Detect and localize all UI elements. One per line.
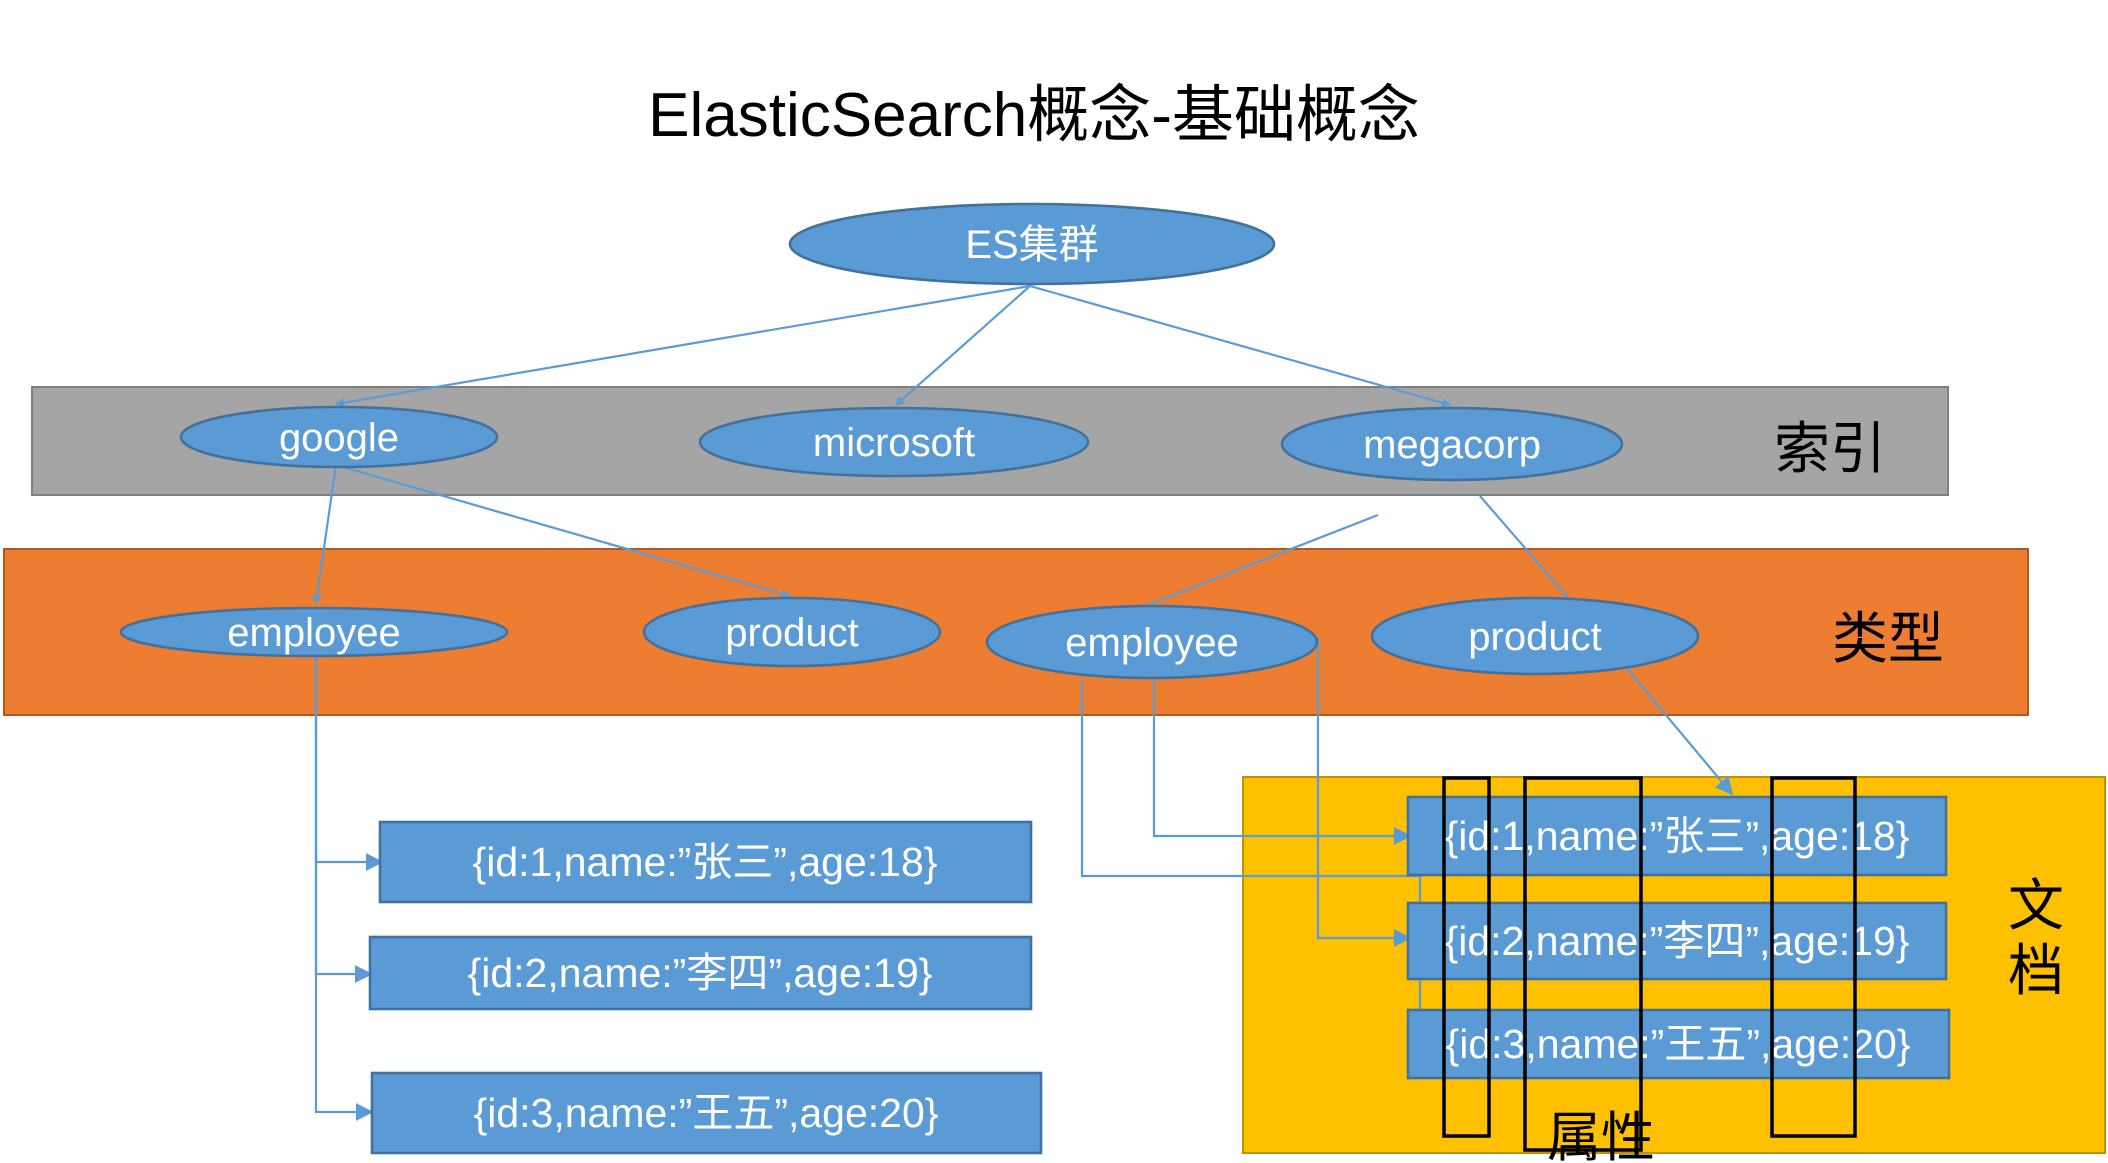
edge-cluster-microsoft	[895, 285, 1031, 406]
type-node-employee-google-label: employee	[227, 611, 400, 655]
panel-document-3: {id:3,name:”王五”,age:20}	[1406, 1008, 1951, 1080]
left-document-3-text: {id:3,name:”王五”,age:20}	[474, 1090, 939, 1136]
type-node-product-google: product	[642, 596, 942, 668]
cluster-node-label: ES集群	[965, 223, 1098, 267]
edge-megacorp-product	[1479, 495, 1571, 601]
edge-employee-panel-doc1	[1152, 680, 1412, 845]
edge-product-document	[1624, 665, 1734, 796]
index-node-megacorp: megacorp	[1280, 406, 1624, 482]
type-layer-label: 类型	[1832, 607, 1944, 670]
index-node-google: google	[179, 405, 499, 469]
panel-document-3-text: {id:3,name:”王五”,age:20}	[1446, 1021, 1911, 1067]
type-node-employee-megacorp-label: employee	[1065, 621, 1238, 665]
type-node-employee-megacorp: employee	[985, 604, 1319, 680]
left-document-1-text: {id:1,name:”张三”,age:18}	[473, 839, 938, 885]
type-node-product-google-label: product	[725, 611, 858, 655]
index-node-microsoft: microsoft	[698, 406, 1090, 478]
edge-cluster-megacorp	[1029, 284, 1451, 408]
cluster-node: ES集群	[788, 202, 1276, 286]
edge-google-product	[335, 463, 791, 599]
panel-document-1-text: {id:1,name:”张三”,age:18}	[1445, 813, 1910, 859]
attribute-box-name	[1523, 776, 1643, 1152]
attribute-box-age	[1770, 776, 1857, 1138]
document-panel-label-2: 档	[2008, 939, 2064, 1002]
edge-employee-doc3	[314, 654, 374, 1121]
type-node-employee-google: employee	[119, 606, 509, 658]
attribute-box-id	[1442, 776, 1491, 1138]
panel-document-2-text: {id:2,name:”李四”,age:19}	[1445, 918, 1910, 964]
index-node-megacorp-label: megacorp	[1363, 423, 1541, 467]
left-document-1: {id:1,name:”张三”,age:18}	[378, 820, 1033, 904]
edge-cluster-google	[335, 284, 1031, 408]
edge-employee-panel-doc2	[1316, 638, 1412, 947]
document-panel-label-1: 文	[2008, 874, 2064, 937]
edge-megacorp-employee	[1134, 513, 1379, 612]
attribute-label: 属性	[1547, 1108, 1655, 1163]
left-document-2: {id:2,name:”李四”,age:19}	[368, 935, 1033, 1011]
left-document-2-text: {id:2,name:”李四”,age:19}	[468, 950, 933, 996]
index-node-google-label: google	[279, 416, 399, 460]
type-node-product-megacorp: product	[1370, 596, 1700, 676]
diagram-title: ElasticSearch概念-基础概念	[648, 81, 1420, 150]
type-node-product-megacorp-label: product	[1468, 615, 1601, 659]
edge-google-employee	[312, 464, 338, 604]
index-node-microsoft-label: microsoft	[813, 421, 975, 465]
left-document-3: {id:3,name:”王五”,age:20}	[370, 1071, 1043, 1155]
index-layer-label: 索引	[1774, 417, 1886, 480]
